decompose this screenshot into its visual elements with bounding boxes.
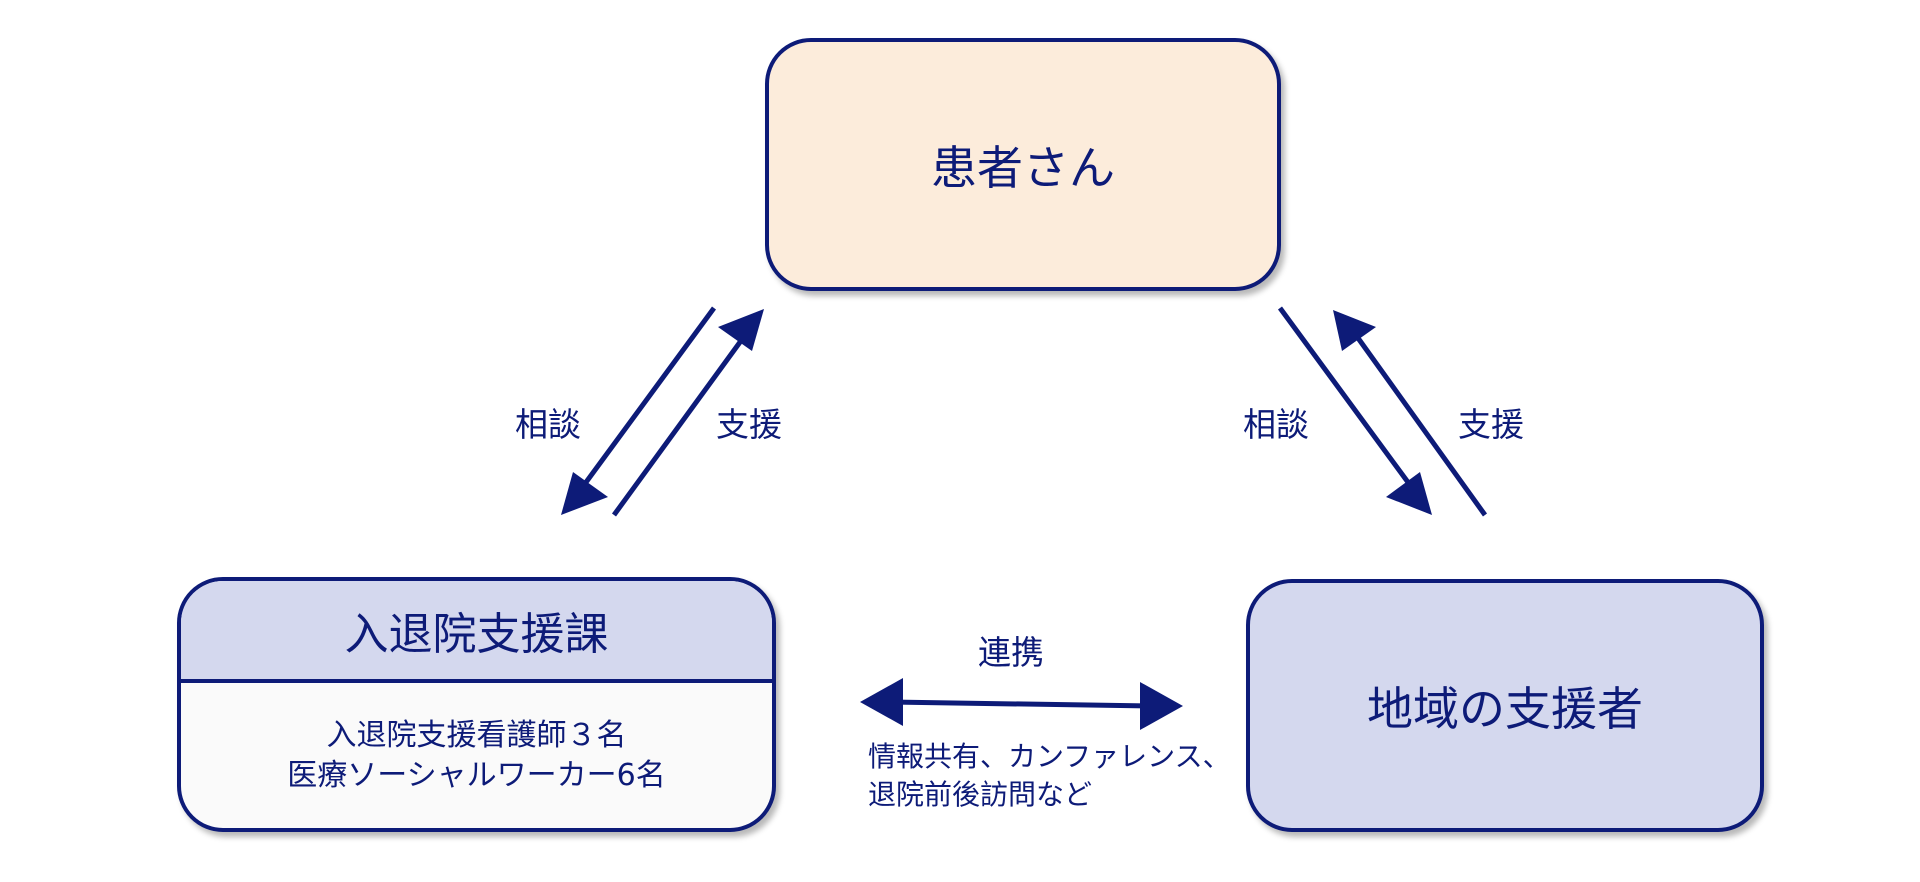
- left-arrow-pair: [561, 306, 764, 517]
- left-consult-arrow-shaft: [581, 306, 717, 487]
- right-consult-arrow-shaft: [1277, 306, 1413, 487]
- right-arrow-pair: [1277, 306, 1488, 517]
- left-consult-label: 相談: [515, 405, 581, 444]
- patient-box: 患者さん: [765, 38, 1281, 291]
- discharge-support-dept-box: 入退院支援課 入退院支援看護師３名 医療ソーシャルワーカー6名: [177, 577, 776, 832]
- dept-staff-line-social-workers: 医療ソーシャルワーカー6名: [287, 757, 666, 793]
- bottom-arrow-shaft: [889, 699, 1153, 709]
- dept-staff: 入退院支援看護師３名 医療ソーシャルワーカー6名: [181, 683, 772, 828]
- right-support-label: 支援: [1458, 405, 1524, 444]
- collaboration-note: 情報共有、カンファレンス、 退院前後訪問など: [868, 738, 1231, 814]
- right-consult-label: 相談: [1243, 405, 1309, 444]
- collaboration-note-line-2: 退院前後訪問など: [868, 778, 1093, 811]
- right-consult-arrowhead: [1386, 472, 1432, 515]
- collaboration-label: 連携: [978, 633, 1044, 672]
- community-supporters-box: 地域の支援者: [1246, 579, 1764, 832]
- collaboration-note-line-1: 情報共有、カンファレンス、: [868, 740, 1231, 773]
- patient-label: 患者さん: [931, 140, 1115, 195]
- left-support-label: 支援: [716, 405, 782, 444]
- bottom-arrowhead-right: [1140, 682, 1183, 730]
- right-support-arrow-shaft: [1355, 336, 1488, 517]
- dept-title: 入退院支援課: [181, 581, 772, 683]
- bottom-double-arrow: [860, 678, 1183, 730]
- left-consult-arrowhead: [561, 472, 608, 515]
- left-support-arrow-shaft: [611, 336, 746, 517]
- community-label: 地域の支援者: [1367, 681, 1643, 736]
- bottom-arrowhead-left: [860, 678, 903, 726]
- dept-staff-line-nurses: 入退院支援看護師３名: [326, 717, 627, 753]
- right-support-arrowhead: [1333, 310, 1376, 351]
- left-support-arrowhead: [718, 309, 764, 351]
